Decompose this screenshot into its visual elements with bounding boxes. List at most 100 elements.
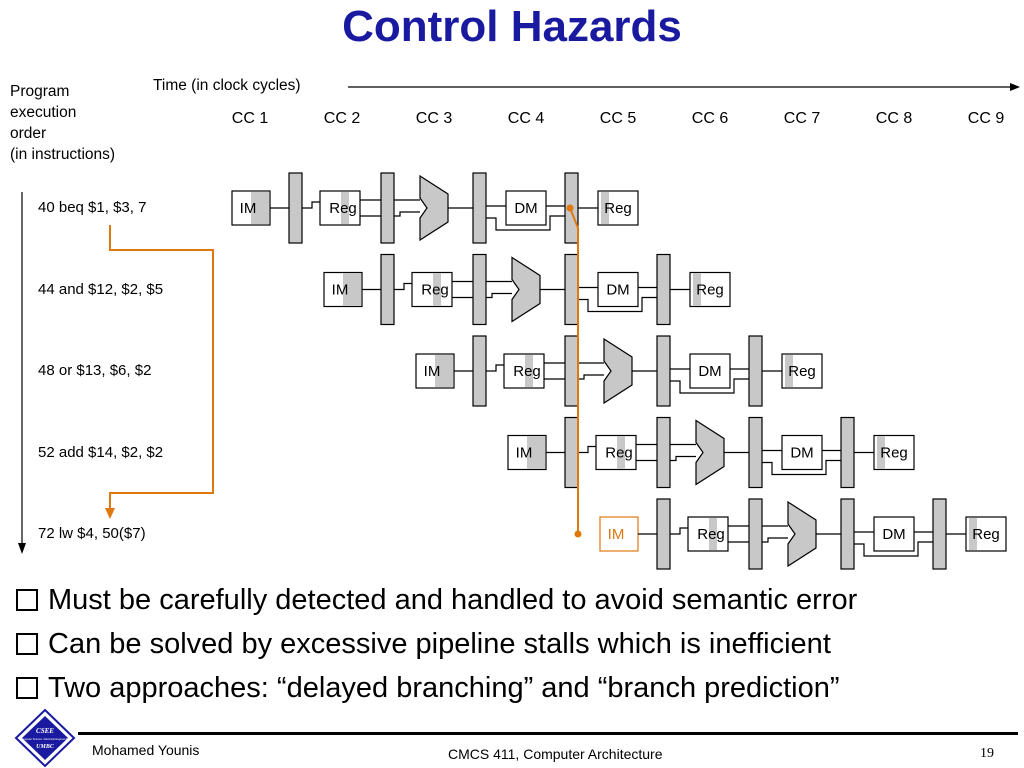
reg-box [503, 353, 545, 389]
clock-cycle-label: CC 3 [415, 110, 453, 127]
reg-shade [601, 192, 609, 224]
instruction-label: 52 add $14, $2, $2 [38, 443, 164, 461]
im-label: IM [424, 363, 441, 380]
im-label: IM [516, 445, 533, 462]
pipeline-latch [564, 416, 579, 489]
clock-cycle-label: CC 6 [691, 110, 729, 127]
pipeline-latch [656, 416, 671, 489]
reg-box [319, 190, 361, 226]
reg-label: Reg [421, 282, 449, 299]
alu-shape [511, 256, 541, 323]
instruction-label: 48 or $13, $6, $2 [38, 362, 152, 379]
branch-resolve-dot [574, 530, 582, 538]
alu-shape [695, 419, 725, 486]
alu-shape [419, 174, 449, 242]
wire [394, 282, 412, 291]
pipeline-latch [564, 335, 579, 407]
checkbox-bullet-icon [16, 633, 38, 655]
time-axis-label: Time (in clock cycles) [153, 77, 301, 94]
im-label: IM [608, 526, 625, 543]
pipeline-latch [656, 335, 671, 407]
pipeline-latch [472, 172, 487, 244]
bullet-text: Two approaches: “delayed branching” and … [48, 672, 840, 704]
pipeline-latch [748, 498, 763, 570]
im-shade [343, 273, 361, 306]
slide-title: Control Hazards [342, 2, 682, 51]
pipeline-latch [656, 498, 671, 570]
time-axis-arrowhead [1010, 83, 1020, 91]
wire [578, 374, 604, 380]
im-label: IM [240, 200, 257, 217]
dm-box [689, 353, 731, 389]
pipeline-latch [380, 172, 395, 244]
wire [578, 445, 596, 454]
pipeline-latch [932, 498, 947, 570]
reg-shade [785, 355, 793, 387]
dm-label: DM [606, 282, 629, 299]
instruction-label: 40 beq $1, $3, 7 [38, 199, 147, 216]
reg-shade [693, 273, 701, 306]
footer-rule [78, 732, 1018, 735]
reg-label: Reg [788, 363, 816, 380]
dm-label: DM [698, 363, 721, 380]
reg-label: Reg [696, 282, 724, 299]
reg-shade [969, 518, 977, 550]
im-label: IM [332, 282, 349, 299]
reg-shade [525, 355, 533, 387]
pipeline-latch [472, 335, 487, 407]
reg-label: Reg [604, 200, 632, 217]
dm-label: DM [790, 445, 813, 462]
pipeline-latch [840, 498, 855, 570]
pipeline-latch [564, 253, 579, 326]
dm-box [597, 271, 639, 308]
wire [762, 537, 788, 543]
wire [670, 455, 696, 462]
wire [762, 459, 841, 476]
alu-shape [787, 500, 817, 568]
reg-shade [341, 192, 349, 224]
wire [486, 364, 504, 372]
branch-resolve-line [569, 207, 579, 534]
bullet-item: Must be carefully detected and handled t… [14, 578, 857, 622]
svg-text:CSEE: CSEE [36, 727, 54, 735]
reg-shade [433, 273, 441, 306]
bullet-item: Can be solved by excessive pipeline stal… [14, 622, 857, 666]
checkbox-bullet-icon [16, 589, 38, 611]
reg-box [687, 516, 729, 552]
reg-shade [617, 436, 625, 469]
reg-shade [709, 518, 717, 550]
pipeline-latch [380, 253, 395, 326]
dm-box [505, 190, 547, 226]
dm-box [781, 434, 823, 471]
im-box [599, 516, 639, 552]
program-order-label: Program execution order (in instructions… [10, 83, 116, 163]
pipeline-latch [748, 416, 763, 489]
wire [670, 527, 688, 535]
wire [578, 296, 657, 313]
im-shade [251, 192, 269, 224]
reg-label: Reg [972, 526, 1000, 543]
reg-label: Reg [329, 200, 357, 217]
clock-cycle-label: CC 7 [783, 110, 821, 127]
wire [486, 292, 512, 299]
branch-target-arrow [109, 225, 214, 510]
clock-cycle-label: CC 1 [231, 110, 269, 127]
pipeline-latch [656, 253, 671, 326]
csee-umbc-logo: CSEE Computer Science / Electrical Engin… [14, 708, 76, 768]
wire [854, 541, 933, 557]
clock-cycle-label: CC 9 [967, 110, 1005, 127]
page-number: 19 [980, 746, 994, 761]
im-shade [527, 436, 545, 469]
wire [670, 378, 749, 394]
svg-text:Computer Science / Electrical: Computer Science / Electrical Engineerin… [21, 737, 70, 741]
pipeline-latch [840, 416, 855, 489]
alu-shape [603, 337, 633, 405]
pipeline-latch [288, 172, 303, 244]
clock-cycle-label: CC 8 [875, 110, 913, 127]
dm-label: DM [514, 200, 537, 217]
wire [302, 201, 320, 209]
pipeline-latch [748, 335, 763, 407]
bullet-list: Must be carefully detected and handled t… [14, 578, 857, 710]
reg-label: Reg [513, 363, 541, 380]
